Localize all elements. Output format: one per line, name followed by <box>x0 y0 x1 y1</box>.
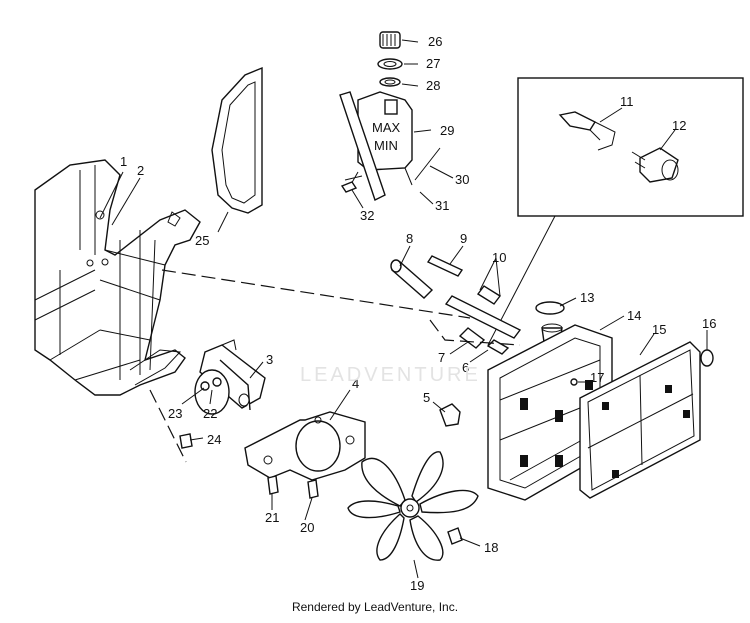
fan-shroud <box>211 66 263 214</box>
callouts: 1 2 3 4 5 6 7 8 9 10 11 12 13 14 15 16 1… <box>120 34 716 593</box>
callout-25: 25 <box>195 233 209 248</box>
screw-32 <box>340 181 358 193</box>
tank-max-mark: MAX <box>372 120 401 135</box>
callout-9: 9 <box>460 231 467 246</box>
fan-motor <box>194 339 266 415</box>
callout-18: 18 <box>484 540 498 555</box>
callout-7: 7 <box>438 350 445 365</box>
callout-23: 23 <box>168 406 182 421</box>
switch-5 <box>439 403 461 427</box>
callout-4: 4 <box>352 376 359 391</box>
callout-14: 14 <box>627 308 641 323</box>
frame <box>34 159 201 396</box>
callout-8: 8 <box>406 231 413 246</box>
callout-6: 6 <box>462 360 469 375</box>
callout-29: 29 <box>440 123 454 138</box>
callout-24: 24 <box>207 432 221 447</box>
callout-20: 20 <box>300 520 314 535</box>
callout-30: 30 <box>455 172 469 187</box>
callout-5: 5 <box>423 390 430 405</box>
hoses <box>390 255 565 355</box>
callout-13: 13 <box>580 290 594 305</box>
callout-2: 2 <box>137 163 144 178</box>
fan-blade <box>347 451 479 561</box>
coolant-reservoir-assembly: MAX MIN <box>339 31 441 201</box>
screw-21 <box>267 475 279 495</box>
callout-19: 19 <box>410 578 424 593</box>
callout-15: 15 <box>652 322 666 337</box>
callout-1: 1 <box>120 154 127 169</box>
callout-11: 11 <box>620 94 634 109</box>
callout-32: 32 <box>360 208 374 223</box>
callout-17: 17 <box>590 370 604 385</box>
callout-16: 16 <box>702 316 716 331</box>
nut-18 <box>447 527 463 545</box>
callout-12: 12 <box>672 118 686 133</box>
callout-21: 21 <box>265 510 279 525</box>
inset-box <box>487 77 744 346</box>
o-ring <box>700 349 714 367</box>
radiator-screen <box>579 341 701 499</box>
leader-lines <box>99 39 708 579</box>
watermark: LEADVENTURE <box>300 364 481 386</box>
screw-17 <box>570 378 578 386</box>
fan-bracket <box>244 411 366 481</box>
callout-28: 28 <box>426 78 440 93</box>
alignment-dashed-line <box>161 269 471 319</box>
tank-min-mark: MIN <box>374 138 398 153</box>
footer-credit: Rendered by LeadVenture, Inc. <box>291 600 459 614</box>
callout-10: 10 <box>492 250 506 265</box>
screw-20 <box>307 479 319 499</box>
fastener-24 <box>179 433 193 449</box>
callout-22: 22 <box>203 406 217 421</box>
alignment-dashed-line-3 <box>429 319 521 346</box>
callout-27: 27 <box>426 56 440 71</box>
callout-31: 31 <box>435 198 449 213</box>
alignment-dashed-line-2 <box>149 389 187 463</box>
callout-3: 3 <box>266 352 273 367</box>
callout-26: 26 <box>428 34 442 49</box>
